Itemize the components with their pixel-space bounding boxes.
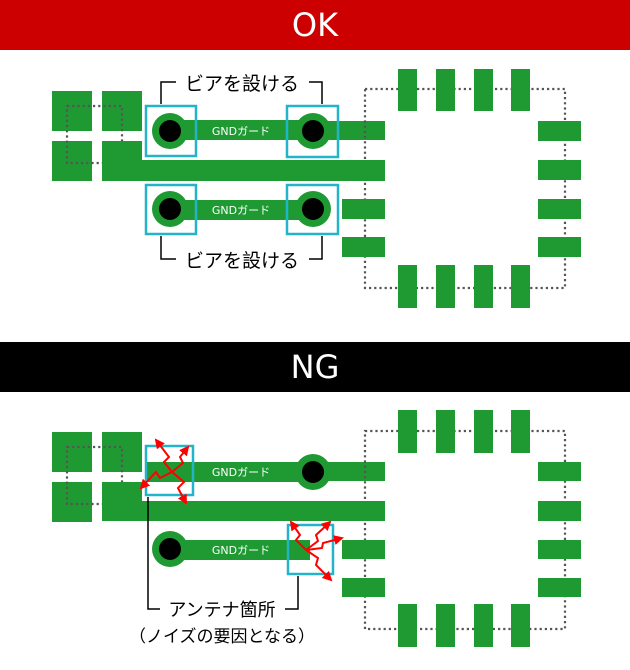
antenna-highlight-box — [286, 523, 335, 576]
ic-pad — [474, 69, 493, 111]
callout-bracket-top — [160, 81, 323, 104]
ic-pad — [474, 265, 493, 308]
ok-title: OK — [291, 6, 339, 44]
left-pad — [52, 482, 92, 522]
gnd-guard-extension — [313, 121, 385, 140]
noise-zigzag-icon — [289, 520, 307, 551]
ic-pad — [511, 410, 530, 453]
gnd-guard-trace-top — [170, 120, 313, 140]
ic-pad — [342, 237, 385, 257]
ng-antenna-highlights — [144, 444, 335, 576]
ic-pad — [436, 604, 455, 647]
ng-title: NG — [290, 348, 340, 386]
noise-zigzag-icon — [171, 471, 187, 505]
gnd-guard-label: GNDガード — [212, 544, 270, 557]
antenna-callout-note: （ノイズの要因となる） — [129, 627, 315, 647]
left-pad — [52, 432, 92, 472]
ic-pad — [538, 160, 581, 180]
left-pad — [52, 141, 92, 181]
gnd-guard-trace-top — [146, 462, 313, 482]
signal-trace — [102, 141, 352, 181]
ic-pad — [474, 604, 493, 647]
ok-banner: OK — [0, 0, 630, 50]
ic-pad — [342, 199, 385, 219]
ic-pad — [436, 410, 455, 453]
noise-zigzag-icon — [171, 445, 190, 473]
ic-pad — [538, 462, 581, 481]
via-hole — [159, 538, 181, 560]
ic-pad — [511, 265, 530, 308]
via-hole — [302, 120, 324, 142]
noise-zigzag-icon — [305, 535, 344, 551]
ok-via-highlights — [144, 104, 340, 236]
ic-pad — [538, 578, 581, 597]
via-highlight-box — [285, 183, 340, 236]
gnd-guard-label: GNDガード — [212, 204, 270, 217]
ic-pad — [398, 265, 417, 308]
ic-pad — [398, 604, 417, 647]
ok-vias — [152, 113, 331, 227]
ok-ic-package — [342, 69, 581, 308]
antenna-highlight-box — [144, 444, 195, 497]
ic-pad — [342, 160, 385, 181]
gnd-guard-label: GNDガード — [212, 125, 270, 138]
ic-pad — [474, 410, 493, 453]
ic-pad — [436, 69, 455, 111]
ng-left-pads — [52, 432, 142, 522]
via-hole — [159, 198, 181, 220]
antenna-callout-bracket — [147, 497, 299, 610]
ic-pad — [342, 540, 385, 559]
via-callout-label: ビアを設ける — [185, 73, 299, 95]
ic-pad — [436, 265, 455, 308]
ic-outline — [363, 429, 567, 631]
ic-pad — [398, 410, 417, 453]
gnd-guard-label: GNDガード — [212, 466, 270, 479]
ng-diagram: GNDガード GNDガード アンテナ箇所 （ノイズの要因となる） — [52, 410, 581, 647]
gnd-guard-extension — [313, 462, 385, 481]
ic-pad — [538, 540, 581, 559]
ng-banner: NG — [0, 342, 630, 392]
noise-zigzag-icon — [305, 549, 333, 582]
connector-outline — [65, 104, 124, 165]
via-highlight-box — [144, 104, 198, 158]
noise-zigzag-icon — [154, 438, 173, 473]
ic-pad — [538, 501, 581, 521]
via-highlight-box — [285, 104, 340, 159]
ng-ic-package — [342, 410, 581, 647]
via-hole — [159, 120, 181, 142]
ic-pad — [342, 578, 385, 597]
ic-pad — [538, 237, 581, 257]
ic-outline — [363, 87, 567, 290]
via-hole — [302, 461, 324, 483]
ic-pad — [342, 501, 385, 521]
via-highlight-box — [144, 183, 198, 236]
ic-pad — [538, 121, 581, 141]
via-callout-label: ビアを設ける — [185, 250, 299, 272]
ok-left-pads — [52, 91, 142, 181]
ok-diagram: GNDガード GNDガード ビアを設ける ビアを設ける — [52, 69, 581, 308]
connector-outline — [65, 445, 124, 506]
ic-pad — [511, 604, 530, 647]
ic-pad — [538, 199, 581, 219]
gnd-guard-trace-bottom — [170, 200, 313, 220]
left-pad — [52, 91, 92, 131]
signal-trace — [102, 482, 352, 521]
callout-bracket-bottom — [160, 236, 323, 260]
ic-pad — [511, 69, 530, 111]
gnd-guard-trace-bottom — [170, 540, 310, 560]
via-hole — [302, 198, 324, 220]
noise-emission-icons — [139, 438, 344, 582]
antenna-callout-label: アンテナ箇所 — [168, 600, 275, 621]
noise-zigzag-icon — [305, 520, 332, 551]
ng-vias — [152, 454, 331, 567]
ic-pad — [398, 69, 417, 111]
noise-zigzag-icon — [139, 470, 173, 490]
